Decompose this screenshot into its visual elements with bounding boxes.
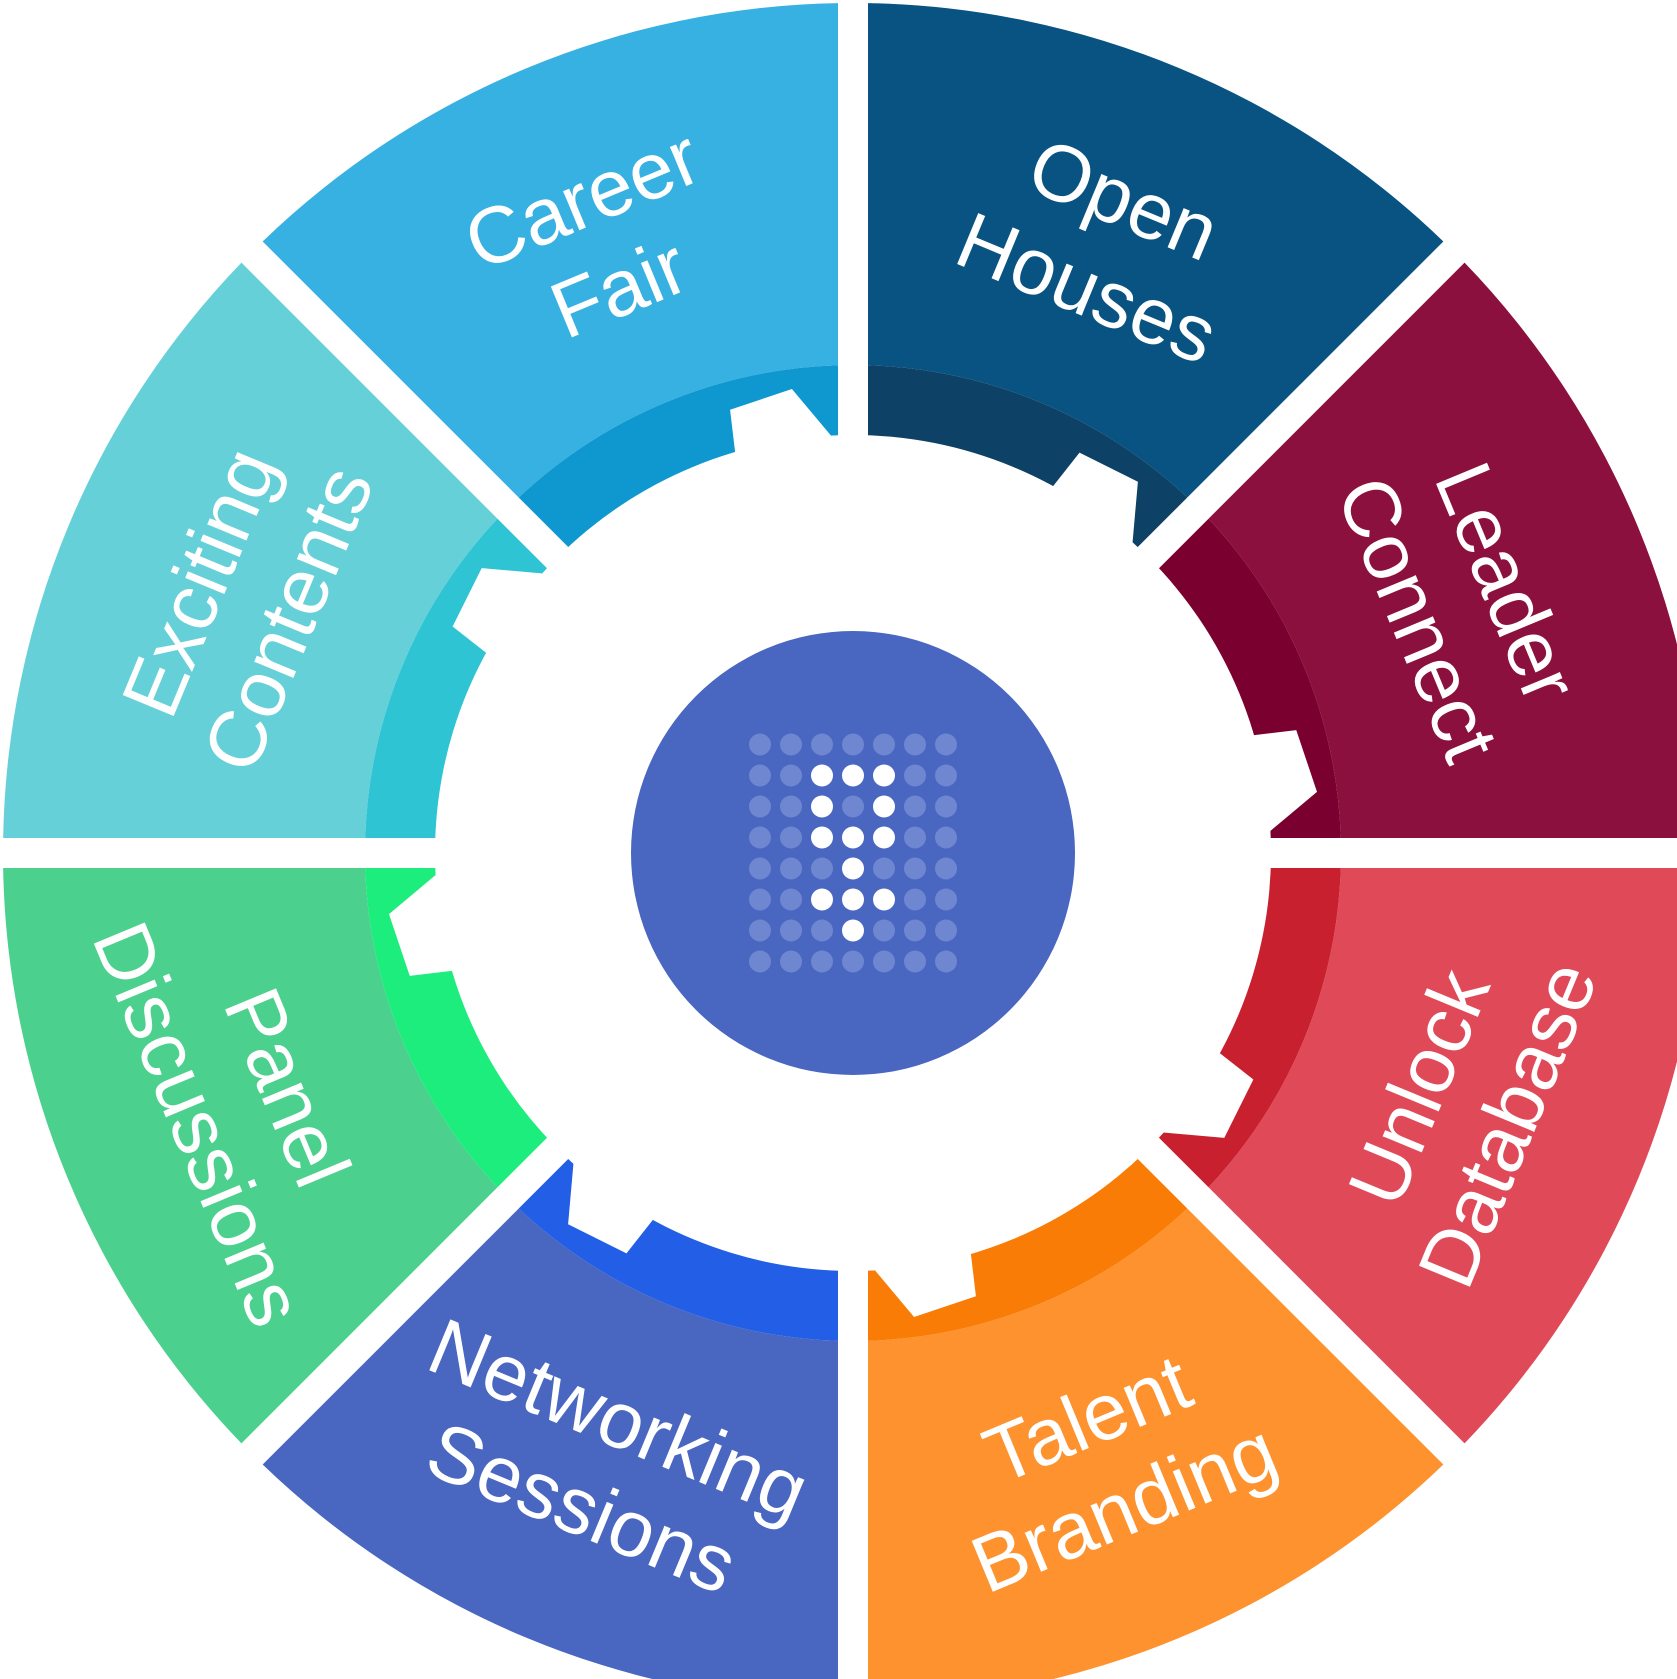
logo-dot [842, 764, 864, 787]
grid-dot [904, 888, 926, 911]
grid-dot [935, 888, 957, 911]
segment-outer-band [262, 3, 838, 498]
grid-dot [780, 733, 802, 756]
grid-dot [780, 857, 802, 880]
logo-dot [873, 795, 895, 818]
logo-dot [842, 857, 864, 880]
grid-dot [935, 826, 957, 849]
grid-dot [749, 919, 771, 942]
grid-dot [873, 733, 895, 756]
logo-dot [873, 826, 895, 849]
grid-dot [873, 919, 895, 942]
grid-dot [904, 764, 926, 787]
segment-outer-band [868, 3, 1444, 498]
grid-dot [749, 857, 771, 880]
logo-dot [811, 764, 833, 787]
logo-dot [873, 764, 895, 787]
segment-outer-band [3, 262, 498, 838]
grid-dot [904, 826, 926, 849]
grid-dot [904, 857, 926, 880]
segment-exciting-contents: ExcitingContents [3, 262, 590, 838]
gear-tooth [568, 1157, 656, 1254]
logo-dot [811, 795, 833, 818]
gear-tooth [1248, 730, 1317, 835]
grid-dot [811, 950, 833, 973]
segment-outer-band [1208, 262, 1677, 838]
gear-tooth [1157, 1050, 1254, 1138]
center-hub [631, 631, 1075, 1075]
logo-dot [811, 826, 833, 849]
logo-dot [842, 919, 864, 942]
grid-dot [749, 950, 771, 973]
grid-dot [904, 919, 926, 942]
grid-dot [904, 950, 926, 973]
segment-outer-band [1208, 868, 1677, 1444]
gear-tooth [871, 1248, 976, 1317]
grid-dot [780, 764, 802, 787]
grid-dot [780, 826, 802, 849]
logo-dot [811, 888, 833, 911]
gear-tooth [1050, 452, 1138, 549]
segment-outer-band [868, 1208, 1444, 1679]
grid-dot [780, 795, 802, 818]
grid-dot [935, 857, 957, 880]
brand-logo-icon [749, 733, 957, 973]
grid-dot [935, 919, 957, 942]
grid-dot [935, 795, 957, 818]
grid-dot [749, 826, 771, 849]
grid-dot [873, 950, 895, 973]
logo-dot [842, 826, 864, 849]
grid-dot [842, 950, 864, 973]
grid-dot [749, 733, 771, 756]
logo-dot [873, 888, 895, 911]
grid-dot [935, 764, 957, 787]
gear-tooth [452, 568, 549, 656]
grid-dot [811, 857, 833, 880]
grid-dot [935, 733, 957, 756]
grid-dot [842, 733, 864, 756]
grid-dot [842, 795, 864, 818]
grid-dot [780, 950, 802, 973]
hub-circle [631, 631, 1075, 1075]
segment-outer-band [3, 868, 498, 1444]
segment-outer-band [262, 1208, 838, 1679]
grid-dot [873, 857, 895, 880]
grid-dot [749, 888, 771, 911]
grid-dot [749, 795, 771, 818]
segment-unlock-database: UnlockDatabase [1116, 868, 1677, 1444]
grid-dot [904, 733, 926, 756]
grid-dot [811, 919, 833, 942]
logo-dot [842, 888, 864, 911]
grid-dot [780, 888, 802, 911]
gear-tooth [730, 389, 835, 458]
grid-dot [904, 795, 926, 818]
grid-dot [780, 919, 802, 942]
grid-dot [935, 950, 957, 973]
segment-talent-branding: TalentBranding [868, 1116, 1444, 1679]
grid-dot [811, 733, 833, 756]
grid-dot [749, 764, 771, 787]
gear-tooth [389, 871, 458, 976]
